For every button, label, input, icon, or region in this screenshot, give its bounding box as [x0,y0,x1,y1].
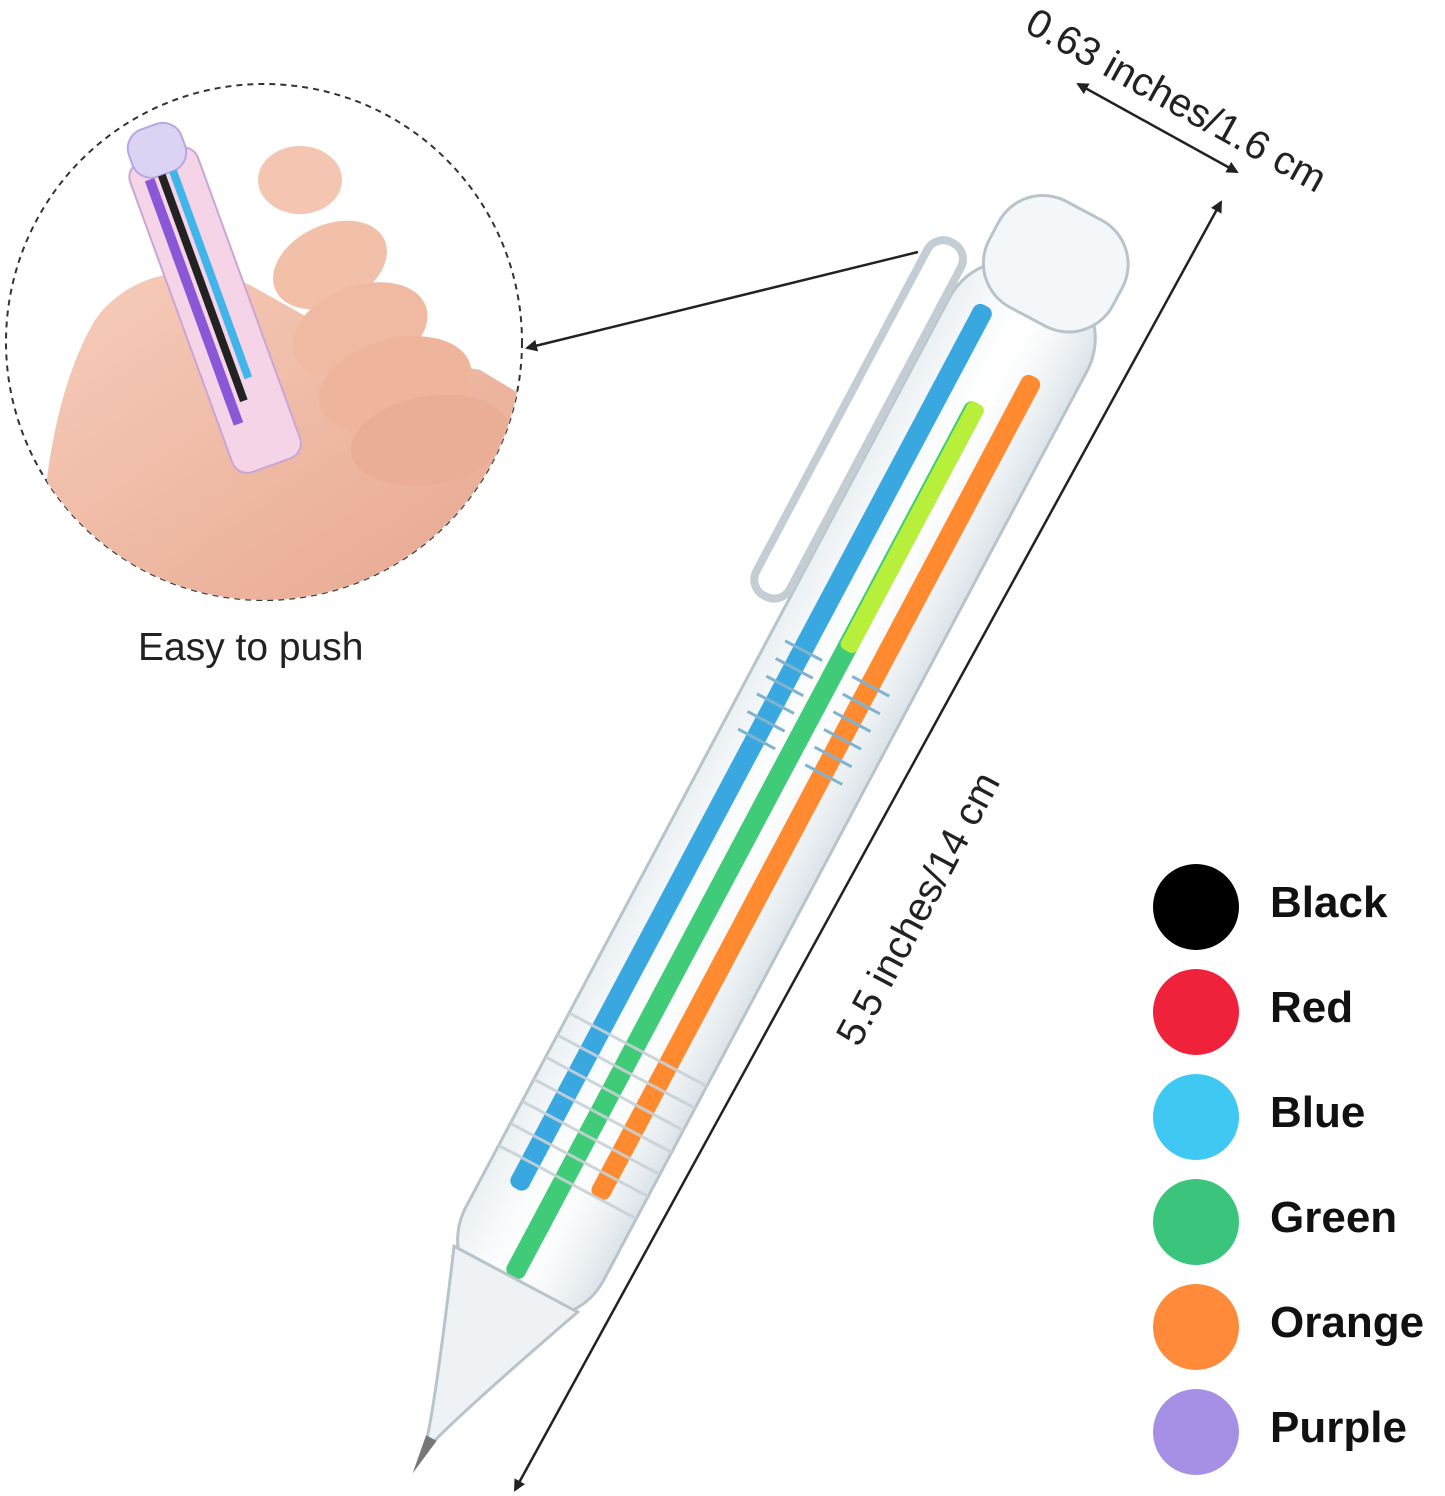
legend-label: Red [1270,983,1354,1032]
legend-label: Green [1270,1193,1398,1242]
blue-swatch-icon [1153,1074,1239,1160]
legend-label: Blue [1270,1088,1366,1137]
inset-caption: Easy to push [138,626,364,669]
legend-item-black: Black [1153,860,1443,965]
color-legend: Black Red Blue Green Orange Purple [1153,860,1443,1490]
legend-item-orange: Orange [1153,1280,1443,1385]
legend-item-purple: Purple [1153,1385,1443,1490]
length-dimension-arrow [513,200,1223,1492]
inset-photo [5,83,523,601]
legend-label: Purple [1270,1403,1407,1452]
width-dimension-arrow [1076,82,1239,174]
orange-swatch-icon [1153,1284,1239,1370]
purple-swatch-icon [1153,1389,1239,1475]
legend-item-green: Green [1153,1175,1443,1280]
legend-label: Orange [1270,1298,1425,1347]
legend-label: Black [1270,878,1388,927]
legend-item-blue: Blue [1153,1070,1443,1175]
green-swatch-icon [1153,1179,1239,1265]
legend-item-red: Red [1153,965,1443,1070]
pen-illustration [412,194,1130,1474]
red-swatch-icon [1153,969,1239,1055]
black-swatch-icon [1153,864,1239,950]
callout-arrow [525,250,919,352]
